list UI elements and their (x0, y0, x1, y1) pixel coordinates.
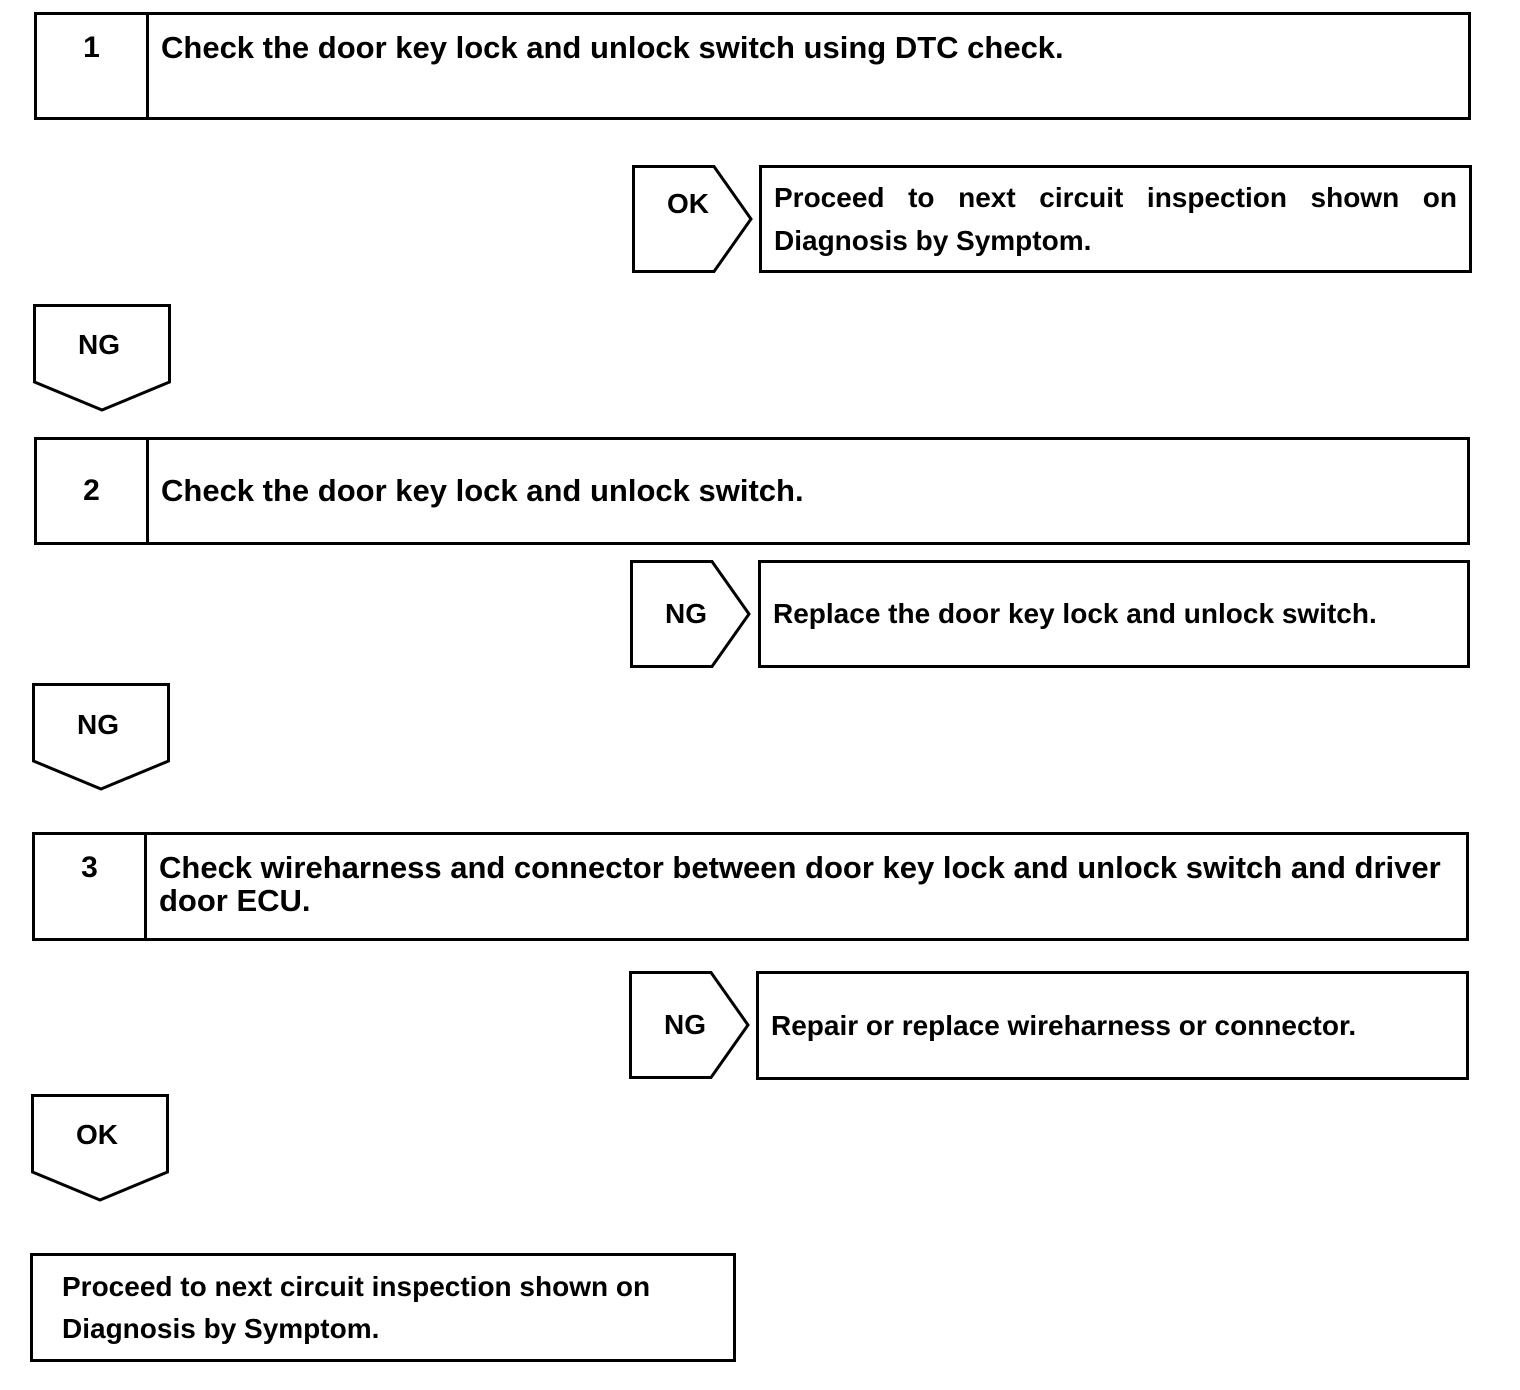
step-2-text: Check the door key lock and unlock switc… (161, 473, 804, 508)
branch-3-result: Repair or replace wireharness or connect… (756, 971, 1469, 1080)
step-2-number: 2 (37, 440, 149, 542)
branch-3-result-text: Repair or replace wireharness or connect… (771, 1009, 1357, 1041)
step-3-box: 3 Check wireharness and connector betwee… (32, 832, 1469, 941)
step-1-number: 1 (37, 15, 149, 117)
branch-1-result: Proceed to next circuit inspection shown… (759, 165, 1472, 273)
step-3-text: Check wireharness and connector between … (159, 850, 1441, 918)
branch-2-result: Replace the door key lock and unlock swi… (758, 560, 1470, 668)
branch-2-label: NG (665, 598, 707, 629)
branch-2-arrow: NG (630, 560, 751, 668)
final-result-text: Proceed to next circuit inspection shown… (62, 1271, 651, 1344)
step-1-box: 1 Check the door key lock and unlock swi… (34, 12, 1471, 120)
down-arrow-2: NG (32, 683, 170, 791)
down-arrow-1: NG (33, 304, 171, 412)
final-result-box: Proceed to next circuit inspection shown… (30, 1253, 736, 1362)
down-arrow-3: OK (31, 1094, 169, 1202)
branch-1-label: OK (667, 188, 709, 219)
down-arrow-3-label: OK (76, 1119, 118, 1150)
branch-3-arrow: NG (629, 971, 750, 1079)
step-1-text: Check the door key lock and unlock switc… (161, 30, 1064, 65)
step-3-number: 3 (35, 835, 147, 938)
branch-2-result-text: Replace the door key lock and unlock swi… (773, 598, 1377, 629)
branch-3-label: NG (664, 1009, 706, 1040)
branch-1-arrow: OK (632, 165, 753, 273)
down-arrow-1-label: NG (78, 329, 120, 360)
step-2-box: 2 Check the door key lock and unlock swi… (34, 437, 1470, 545)
down-arrow-2-label: NG (77, 709, 119, 740)
branch-1-result-text: Proceed to next circuit inspection shown… (774, 182, 1457, 256)
